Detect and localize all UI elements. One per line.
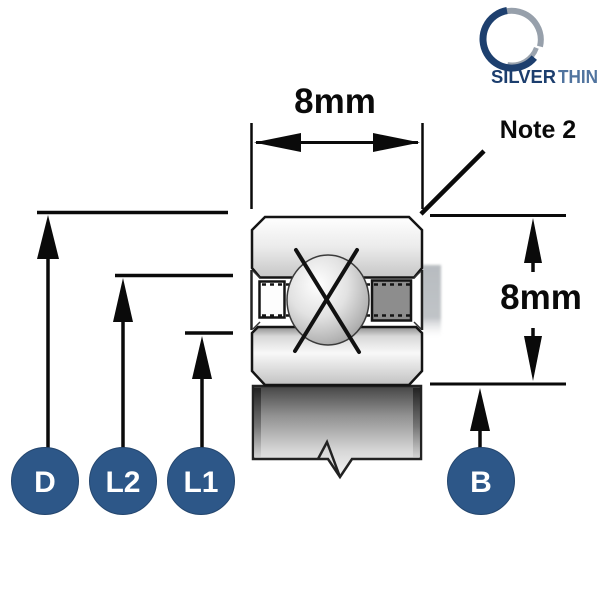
callout-circle-l2 xyxy=(89,447,157,515)
shaft-right-edge-shading xyxy=(413,388,420,457)
b-arrow-icon xyxy=(470,388,490,431)
ball-x-mark-icon xyxy=(293,248,361,354)
callout-label-l1: L1 xyxy=(183,466,218,499)
l1-arrow-icon xyxy=(192,336,212,379)
shaft-left-edge-shading xyxy=(254,388,261,457)
retainer-section-left xyxy=(258,280,286,319)
chamfer-top-left xyxy=(252,270,261,279)
logo-text-secondary: THIN xyxy=(558,67,598,87)
raceway-shadow xyxy=(422,265,441,338)
height-arrow-down-icon xyxy=(524,336,542,381)
height-dim-label: 8mm xyxy=(500,278,582,317)
logo-text-primary: SILVER xyxy=(491,67,556,87)
callout-circle-b xyxy=(447,447,515,515)
note-leader-line xyxy=(419,149,486,216)
callout-label-b: B xyxy=(470,466,492,499)
callout-label-d: D xyxy=(34,466,56,499)
silverthin-logo: SILVER THIN xyxy=(479,7,598,87)
callout-badges: D L2 L1 B xyxy=(11,447,515,515)
ring-continuation-break xyxy=(251,384,423,480)
logo-arc-navy-icon xyxy=(479,7,537,72)
inner-ring-section xyxy=(250,325,424,387)
chamfer-bottom-left xyxy=(252,321,261,330)
retainer-section-right xyxy=(370,279,413,322)
callout-circle-l1 xyxy=(167,447,235,515)
d-arrow-icon xyxy=(37,215,59,259)
break-zigzag-line xyxy=(316,438,342,478)
note-label: Note 2 xyxy=(500,116,576,144)
width-arrow-left-icon xyxy=(254,133,301,152)
callout-label-l2: L2 xyxy=(105,466,140,499)
chamfer-top-right xyxy=(413,270,422,279)
width-arrow-right-icon xyxy=(373,133,420,152)
l2-arrow-icon xyxy=(113,278,133,322)
height-arrow-up-icon xyxy=(524,218,542,263)
width-dim-label: 8mm xyxy=(294,82,376,121)
callout-circle-d xyxy=(11,447,79,515)
chamfer-bottom-right xyxy=(413,321,422,330)
